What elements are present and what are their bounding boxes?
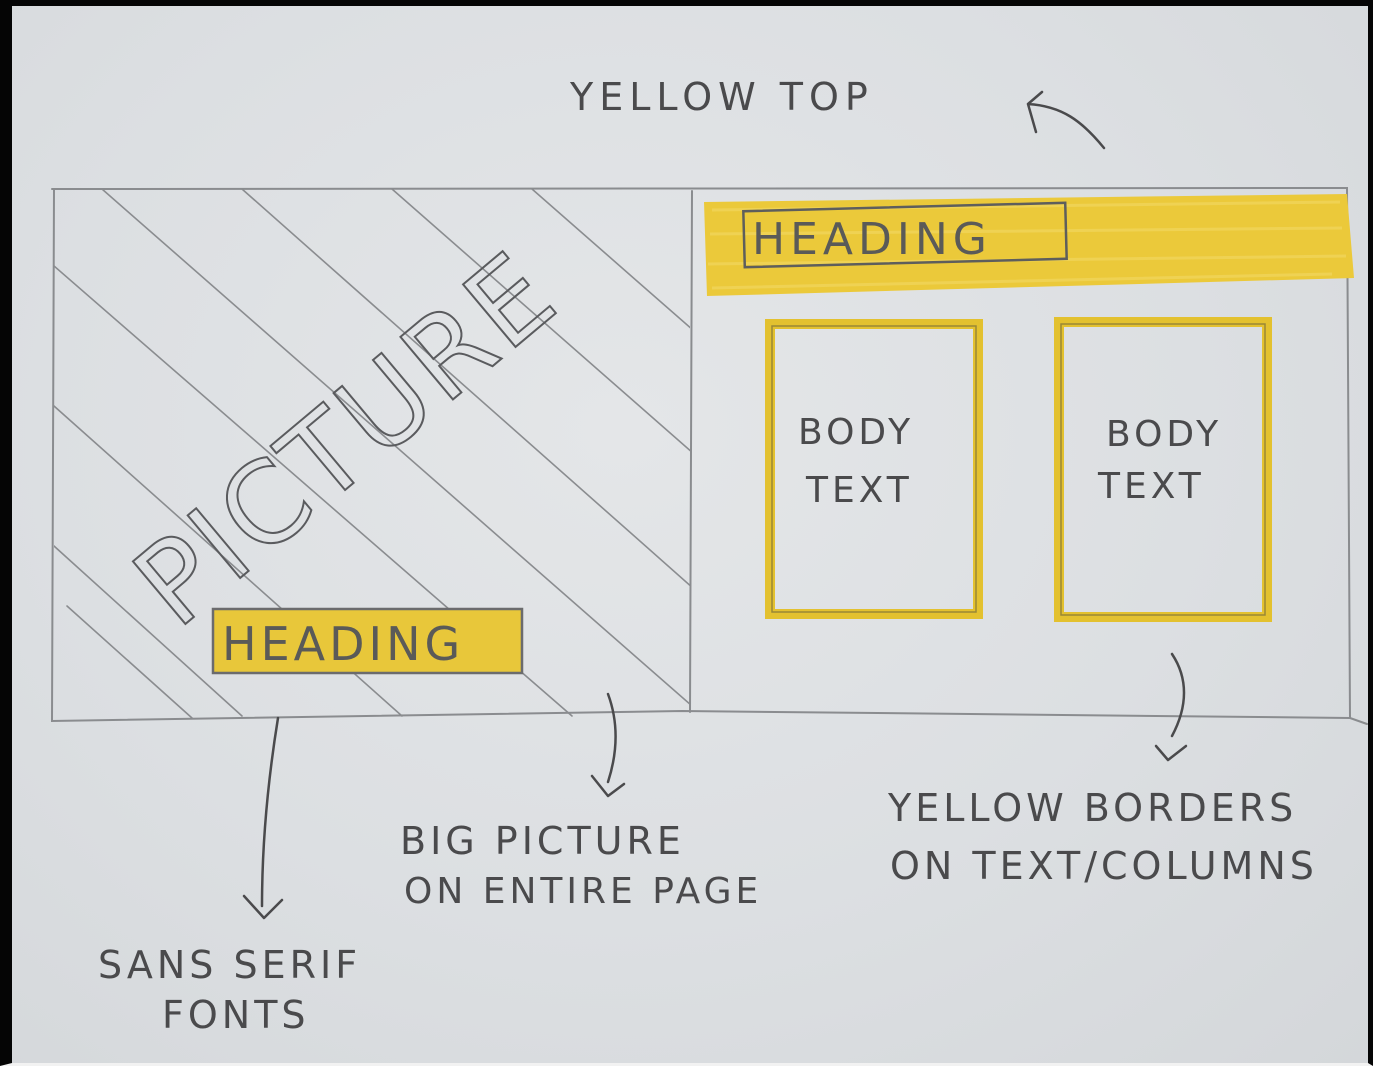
note-sans-serif-line-1: SANS SERIF	[98, 943, 361, 987]
picture-heading-box: HEADING	[211, 607, 524, 675]
layout-frame	[50, 186, 1368, 725]
body-column-2-line-1: BODY	[1106, 414, 1222, 455]
note-sans-serif-line-2: FONTS	[162, 993, 310, 1037]
body-column-1-line-2: TEXT	[805, 470, 913, 511]
note-sans-serif: SANS SERIF FONTS	[98, 716, 361, 1037]
yellow-top-band: HEADING	[704, 194, 1354, 296]
note-yellow-borders-line-2: ON TEXT/COLUMNS	[890, 844, 1318, 888]
top-heading: HEADING	[752, 214, 992, 265]
note-yellow-top: YELLOW TOP	[569, 75, 1106, 150]
arrow-icon	[590, 692, 626, 798]
arrow-icon	[1154, 652, 1188, 762]
wireframe-sketch: PICTURE HEADING HEADING BODY TEXT BODY T…	[50, 75, 1368, 1037]
picture-label: PICTURE	[111, 227, 582, 652]
note-big-picture-line-1: BIG PICTURE	[400, 819, 685, 863]
picture-hatching	[54, 189, 690, 719]
arrow-icon	[1026, 90, 1106, 150]
picture-heading: HEADING	[222, 617, 464, 671]
body-column-1-line-1: BODY	[798, 412, 914, 453]
arrow-icon	[242, 716, 284, 920]
note-big-picture: BIG PICTURE ON ENTIRE PAGE	[400, 692, 762, 912]
body-column-2-line-2: TEXT	[1097, 466, 1205, 507]
body-column-2: BODY TEXT	[1054, 317, 1272, 622]
note-yellow-borders: YELLOW BORDERS ON TEXT/COLUMNS	[887, 652, 1318, 888]
note-yellow-borders-line-1: YELLOW BORDERS	[887, 786, 1297, 830]
note-big-picture-line-2: ON ENTIRE PAGE	[404, 871, 762, 912]
note-yellow-top-text: YELLOW TOP	[569, 75, 874, 119]
body-column-1: BODY TEXT	[765, 319, 983, 619]
